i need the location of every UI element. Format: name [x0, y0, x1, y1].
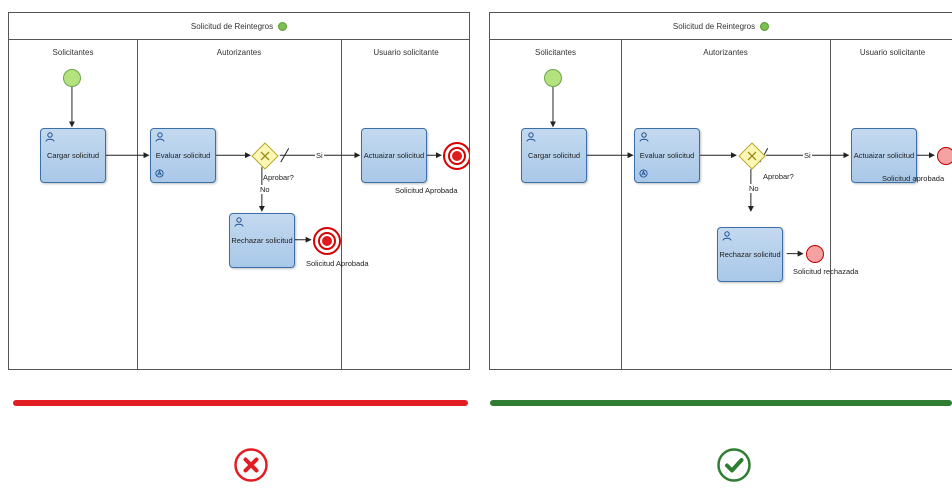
- terminate-end-icon[interactable]: [443, 142, 469, 170]
- end-event-label-bottom: Solicitud rechazada: [793, 267, 859, 276]
- task-evaluar-solicitud[interactable]: Evaluar solicitud: [634, 128, 700, 183]
- service-icon: [155, 169, 164, 178]
- lane-title-autorizantes: Autorizantes: [216, 48, 262, 57]
- task-rechazar-solicitud[interactable]: Rechazar solicitud: [229, 213, 295, 268]
- pool-title: Solicitud de Reintegros: [190, 21, 274, 31]
- start-event[interactable]: [544, 69, 562, 87]
- task-cargar-solicitud[interactable]: Cargar solicitud: [40, 128, 106, 183]
- pool-header: Solicitud de Reintegros: [490, 13, 952, 40]
- end-event-icon[interactable]: [806, 245, 824, 263]
- lane-title-solicitantes: Solicitantes: [535, 48, 576, 57]
- pool-status-dot: [278, 21, 288, 31]
- lane-title-usuario-solicitante: Usuario solicitante: [859, 48, 926, 57]
- cross-icon: [234, 448, 268, 482]
- user-task-icon: [155, 132, 165, 142]
- lane-title-solicitantes: Solicitantes: [52, 48, 94, 57]
- task-label: Cargar solicitud: [527, 151, 581, 160]
- service-icon: [639, 169, 648, 178]
- pool-status-dot: [760, 21, 770, 31]
- lane-separator: [621, 39, 622, 369]
- lane-title-usuario-solicitante: Usuario solicitante: [373, 48, 439, 57]
- left-diagram: Solicitud de Reintegros Solicitantes Aut…: [8, 12, 470, 370]
- task-label: Rechazar solicitud: [719, 250, 781, 259]
- default-flow-slash: [280, 147, 290, 163]
- user-task-icon: [722, 231, 732, 241]
- end-event-icon[interactable]: [937, 147, 952, 165]
- terminate-end-icon[interactable]: [313, 227, 341, 255]
- user-task-icon: [234, 217, 244, 227]
- end-event-label-top: Solicitud aprobada: [882, 174, 945, 183]
- pool-title: Solicitud de Reintegros: [672, 21, 756, 31]
- flow-label-si: Si: [315, 151, 324, 160]
- user-task-icon: [45, 132, 55, 142]
- check-icon: [717, 448, 751, 482]
- right-diagram: Solicitud de Reintegros Solicitantes Aut…: [489, 12, 952, 370]
- flow-label-si: Si: [803, 151, 812, 160]
- wrong-indicator-bar: [13, 400, 468, 406]
- task-label: Cargar solicitud: [46, 151, 100, 160]
- task-actualizar-solicitud[interactable]: Actuaizar solicitud: [361, 128, 427, 183]
- task-cargar-solicitud[interactable]: Cargar solicitud: [521, 128, 587, 183]
- task-label: Evaluar solicitud: [639, 151, 695, 160]
- user-task-icon: [639, 132, 649, 142]
- task-rechazar-solicitud[interactable]: Rechazar solicitud: [717, 227, 783, 282]
- lane-title-autorizantes: Autorizantes: [703, 48, 748, 57]
- start-event[interactable]: [63, 69, 81, 87]
- task-actualizar-solicitud[interactable]: Actuaizar solicitud: [851, 128, 917, 183]
- task-label: Actuaizar solicitud: [363, 151, 425, 160]
- sequence-flows: [550, 86, 935, 257]
- task-label: Actuaizar solicitud: [853, 151, 915, 160]
- correct-indicator-bar: [490, 400, 952, 406]
- task-evaluar-solicitud[interactable]: Evaluar solicitud: [150, 128, 216, 183]
- lane-separator: [137, 39, 138, 369]
- flow-label-no: No: [259, 185, 271, 194]
- flow-label-no: No: [748, 184, 760, 193]
- end-event-label-bottom: Solicitud Aprobada: [306, 259, 369, 268]
- gateway-exclusive-icon[interactable]: [251, 142, 279, 170]
- lane-separator: [830, 39, 831, 369]
- gateway-label: Aprobar?: [263, 173, 294, 182]
- gateway-exclusive-icon[interactable]: [738, 142, 766, 170]
- pool-header: Solicitud de Reintegros: [9, 13, 469, 40]
- end-event-label-top: Solicitud Aprobada: [395, 186, 458, 195]
- user-task-icon: [526, 132, 536, 142]
- gateway-label: Aprobar?: [763, 172, 794, 181]
- lane-separator: [341, 39, 342, 369]
- task-label: Rechazar solicitud: [231, 236, 293, 245]
- task-label: Evaluar solicitud: [155, 151, 211, 160]
